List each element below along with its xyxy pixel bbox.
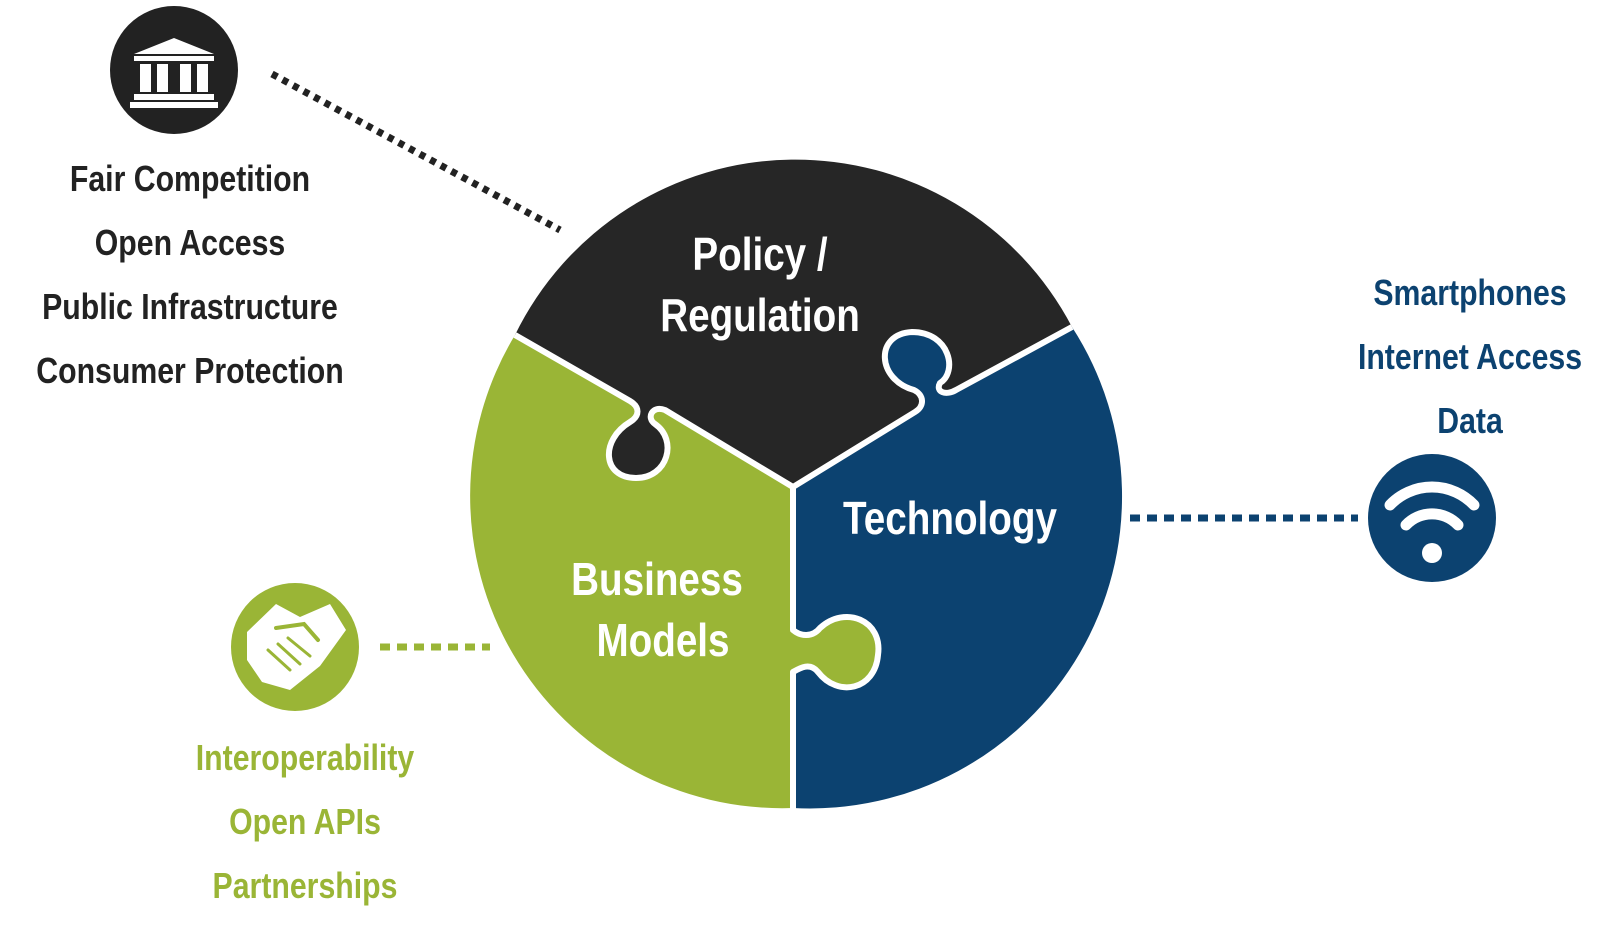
business-item: Partnerships (212, 865, 398, 906)
policy-item: Fair Competition (69, 158, 311, 199)
policy-label-line1: Policy / (692, 229, 827, 280)
business-label-line1: Business (571, 554, 743, 605)
piece-seam-vertical (790, 487, 882, 812)
policy-list: Fair Competition Open Access Public Infr… (30, 147, 349, 403)
technology-piece (793, 327, 1123, 809)
business-label-line2: Models (596, 615, 729, 666)
policy-label-line2: Regulation (660, 290, 860, 341)
piece-seams (513, 324, 1074, 490)
technology-label: Technology (843, 493, 1057, 544)
policy-item: Public Infrastructure (42, 286, 338, 327)
technology-list: Smartphones Internet Access Data (1352, 261, 1587, 453)
business-item: Open APIs (229, 801, 381, 842)
policy-item: Consumer Protection (36, 350, 344, 391)
wifi-icon (1368, 454, 1496, 582)
technology-item: Internet Access (1357, 336, 1583, 377)
handshake-icon (231, 583, 359, 711)
business-item: Interoperability (195, 737, 415, 778)
business-list: Interoperability Open APIs Partnerships (166, 726, 443, 918)
puzzle-circle (470, 159, 1123, 812)
technology-item: Smartphones (1373, 272, 1567, 313)
business-models-piece (470, 335, 879, 809)
technology-item: Data (1437, 400, 1503, 441)
policy-piece (515, 159, 1072, 487)
government-building-icon (110, 6, 238, 134)
policy-item: Open Access (94, 222, 286, 263)
